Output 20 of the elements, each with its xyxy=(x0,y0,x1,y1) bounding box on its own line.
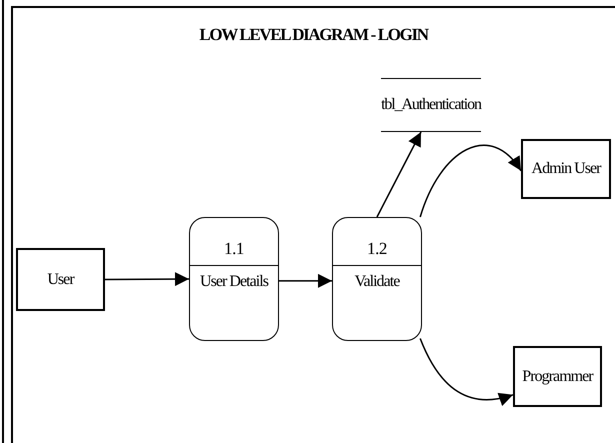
process-number: 1.1 xyxy=(224,238,244,260)
entity-box xyxy=(521,139,611,199)
data-store-label: tbl_Authentication xyxy=(381,95,481,115)
process-label: User Details xyxy=(198,272,270,292)
process-box xyxy=(332,217,422,341)
entity-box xyxy=(513,346,602,407)
entity-label: User xyxy=(47,270,74,290)
process-label: Validate xyxy=(354,272,401,292)
process-number: 1.2 xyxy=(367,238,387,260)
arrow xyxy=(420,144,522,218)
process-box xyxy=(189,217,279,341)
arrow xyxy=(420,338,514,406)
arrow xyxy=(279,274,332,288)
entity-box xyxy=(16,248,105,311)
entity-label: Programmer xyxy=(522,366,593,386)
entity-label: Admin User xyxy=(531,159,601,179)
data-store xyxy=(381,78,481,132)
diagram-title: LOW LEVEL DIAGRAM - LOGIN xyxy=(199,24,428,46)
arrow xyxy=(105,272,189,286)
arrow xyxy=(376,132,422,218)
